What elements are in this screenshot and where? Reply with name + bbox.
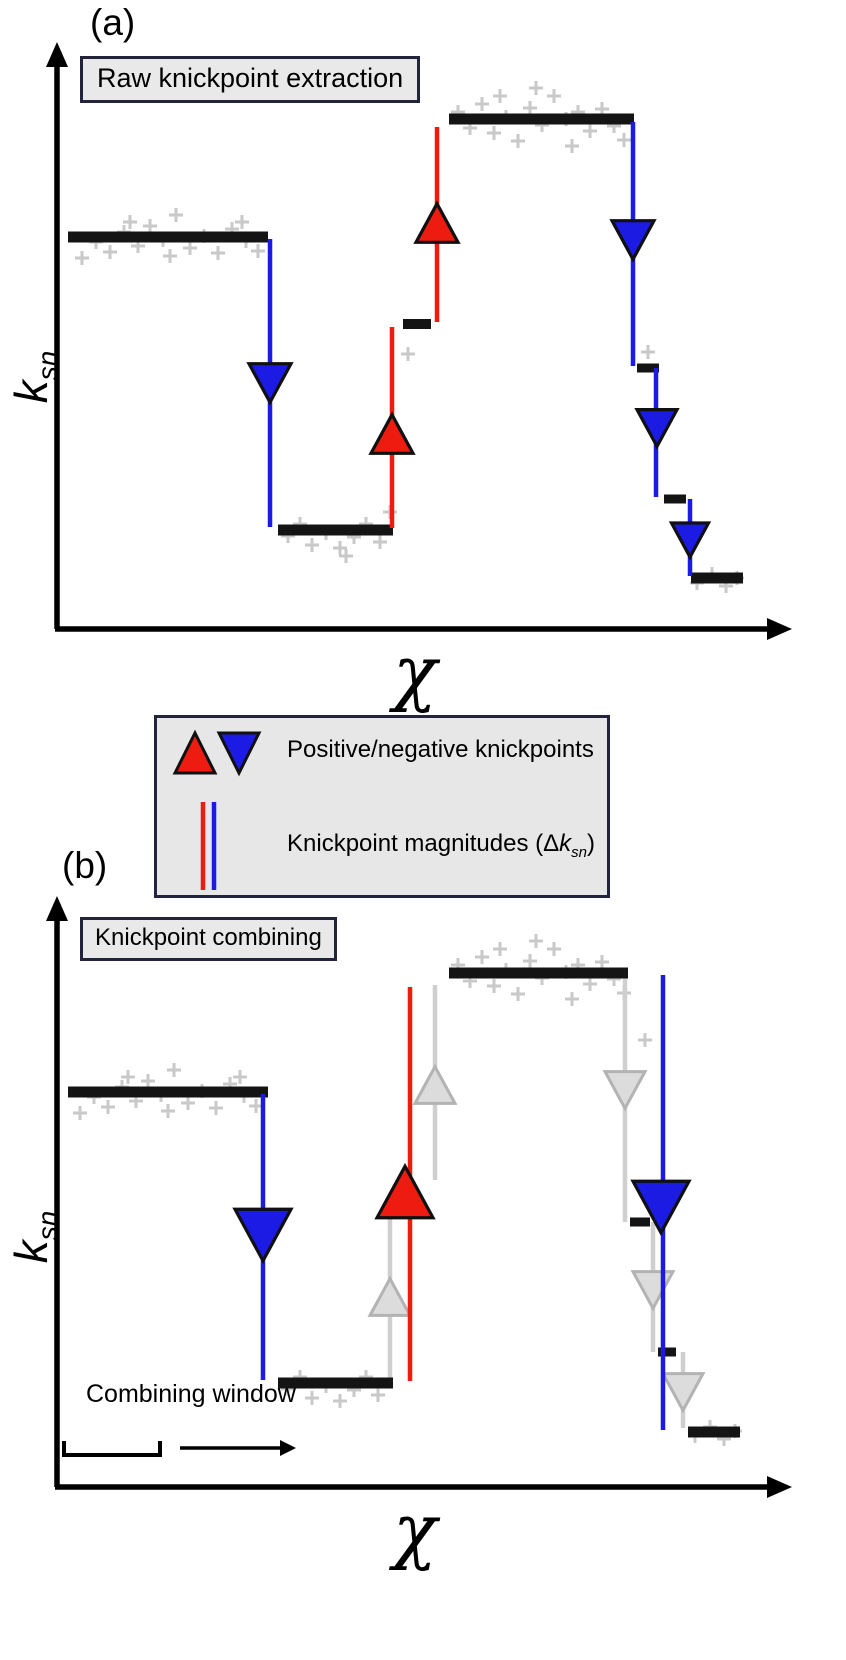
faded-down-knickpoint-triangle bbox=[602, 1070, 648, 1112]
data-point bbox=[401, 347, 415, 361]
combining-window-label: Combining window bbox=[86, 1380, 296, 1408]
y-axis-arrow bbox=[46, 896, 68, 921]
data-point bbox=[565, 992, 579, 1006]
legend: Positive/negative knickpoints Knickpoint… bbox=[154, 715, 610, 898]
panel-b-ylabel: ksn bbox=[0, 1192, 64, 1282]
up-knickpoint-triangle bbox=[368, 411, 416, 455]
data-point bbox=[565, 139, 579, 153]
y-axis-arrow bbox=[46, 42, 68, 67]
data-point bbox=[251, 244, 265, 258]
knickpoint-triangles-icon bbox=[172, 729, 262, 777]
panel-b-plot bbox=[46, 896, 792, 1498]
panel-a-label: (a) bbox=[90, 2, 136, 43]
panel-a-ylabel-k: k bbox=[5, 380, 57, 404]
data-point bbox=[493, 89, 507, 103]
data-point bbox=[547, 942, 561, 956]
data-point bbox=[183, 241, 197, 255]
down-knickpoint-triangle bbox=[609, 219, 657, 263]
panel-a-ylabel-sub: sn bbox=[32, 350, 64, 381]
x-axis-arrow bbox=[767, 618, 792, 640]
faded-up-knickpoint-triangle bbox=[367, 1275, 413, 1317]
data-point bbox=[595, 955, 609, 969]
data-point bbox=[371, 1388, 385, 1402]
data-point bbox=[75, 251, 89, 265]
data-point bbox=[235, 215, 249, 229]
data-point bbox=[211, 246, 225, 260]
down-knickpoint-triangle bbox=[246, 362, 294, 406]
panel-a-ylabel: ksn bbox=[0, 332, 64, 422]
data-point bbox=[511, 987, 525, 1001]
data-point bbox=[249, 1099, 263, 1113]
data-point bbox=[167, 1063, 181, 1077]
data-point bbox=[547, 89, 561, 103]
panel-b-ylabel-k: k bbox=[5, 1240, 57, 1264]
data-point bbox=[475, 950, 489, 964]
negative-knickpoint-legend-icon bbox=[216, 731, 262, 777]
down-knickpoint-triangle bbox=[634, 408, 680, 450]
panel-a-xlabel: χ bbox=[393, 630, 437, 714]
panel-b-xlabel: χ bbox=[393, 1488, 437, 1572]
data-point bbox=[487, 126, 501, 140]
data-point bbox=[141, 1074, 155, 1088]
data-point bbox=[493, 942, 507, 956]
panel-a-title-box: Raw knickpoint extraction bbox=[80, 56, 421, 103]
legend-label-knickpoints: Positive/negative knickpoints bbox=[287, 736, 594, 763]
down-knickpoint-triangle bbox=[232, 1207, 294, 1265]
data-point bbox=[333, 1394, 347, 1408]
data-point bbox=[511, 134, 525, 148]
faded-down-knickpoint-triangle bbox=[630, 1270, 676, 1312]
faded-down-knickpoint-triangle bbox=[660, 1372, 706, 1414]
data-point bbox=[161, 1104, 175, 1118]
data-point bbox=[169, 208, 183, 222]
magnitude-lines-icon bbox=[200, 802, 217, 890]
panel-b-title: Knickpoint combining bbox=[95, 924, 322, 951]
data-point bbox=[121, 1070, 135, 1084]
data-point bbox=[333, 541, 347, 555]
data-point bbox=[163, 249, 177, 263]
data-point bbox=[638, 1033, 652, 1047]
data-point bbox=[123, 215, 137, 229]
data-point bbox=[617, 133, 631, 147]
data-point bbox=[305, 1391, 319, 1405]
combining-window-bracket bbox=[62, 1441, 162, 1457]
data-point bbox=[233, 1070, 247, 1084]
data-point bbox=[529, 934, 543, 948]
panel-a-plot bbox=[46, 42, 792, 640]
data-point bbox=[103, 245, 117, 259]
legend-label-magnitudes: Knickpoint magnitudes (Δksn) bbox=[287, 830, 596, 861]
data-point bbox=[305, 538, 319, 552]
combining-window-arrowhead bbox=[280, 1440, 296, 1456]
data-point bbox=[73, 1106, 87, 1120]
panel-a-title: Raw knickpoint extraction bbox=[97, 63, 404, 93]
data-point bbox=[339, 549, 353, 563]
faded-up-knickpoint-triangle bbox=[412, 1063, 458, 1105]
data-point bbox=[101, 1100, 115, 1114]
down-knickpoint-triangle bbox=[668, 521, 712, 561]
data-point bbox=[529, 81, 543, 95]
data-point bbox=[583, 124, 597, 138]
up-knickpoint-triangle bbox=[413, 200, 461, 244]
x-axis-arrow bbox=[767, 1476, 792, 1498]
data-point bbox=[523, 954, 537, 968]
data-point bbox=[143, 219, 157, 233]
data-point bbox=[209, 1101, 223, 1115]
data-point bbox=[641, 345, 655, 359]
data-point bbox=[583, 977, 597, 991]
data-point bbox=[487, 979, 501, 993]
positive-knickpoint-legend-icon bbox=[172, 729, 218, 775]
panel-b-title-box: Knickpoint combining bbox=[80, 917, 337, 961]
data-point bbox=[181, 1096, 195, 1110]
panel-b-ylabel-sub: sn bbox=[32, 1210, 64, 1241]
data-point bbox=[373, 535, 387, 549]
down-knickpoint-triangle bbox=[630, 1179, 692, 1237]
data-point bbox=[475, 97, 489, 111]
panel-b-label: (b) bbox=[62, 845, 108, 886]
up-knickpoint-triangle bbox=[374, 1162, 436, 1220]
data-point bbox=[523, 101, 537, 115]
